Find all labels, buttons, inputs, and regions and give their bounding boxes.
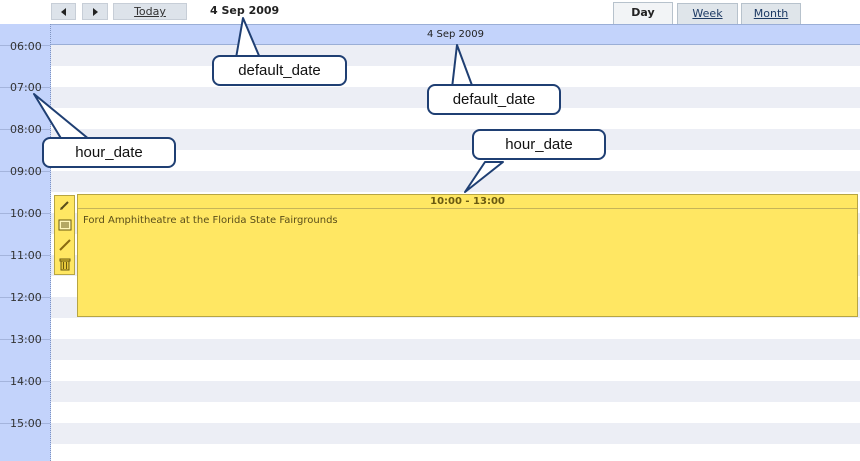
navigation-bar: Today 4 Sep 2009 Day Week Month [0,0,860,24]
tab-month-label: Month [753,7,789,20]
half-hour-stripe [51,423,860,444]
tab-day[interactable]: Day [613,2,673,24]
hour-divider [0,297,50,298]
hour-label: 15:00 [10,417,42,430]
hour-divider [0,339,50,340]
trash-icon[interactable] [58,257,72,271]
hour-label: 10:00 [10,207,42,220]
callout-text: hour_date [75,144,143,161]
tab-day-label: Day [631,6,655,19]
half-hour-stripe [51,129,860,150]
hour-divider [0,87,50,88]
half-hour-stripe [51,339,860,360]
pencil-icon[interactable] [58,198,72,212]
callout-text: hour_date [505,136,573,153]
current-date-label: 4 Sep 2009 [210,4,280,17]
next-day-button[interactable] [82,3,108,20]
hour-divider [0,381,50,382]
details-icon[interactable] [58,218,72,232]
edit-icon[interactable] [58,238,72,252]
hour-label: 11:00 [10,249,42,262]
tab-month[interactable]: Month [741,3,801,24]
hour-label: 08:00 [10,123,42,136]
hour-label: 07:00 [10,81,42,94]
callout-text: default_date [452,91,536,108]
hour-label: 13:00 [10,333,42,346]
callout-default-date-header: default_date [427,84,561,115]
today-button[interactable]: Today [113,3,187,20]
hour-label: 14:00 [10,375,42,388]
callout-default-date-nav: default_date [212,55,347,86]
hour-scale: 06:00 07:00 08:00 09:00 10:00 11:00 12:0… [0,24,51,461]
hour-label: 06:00 [10,40,42,53]
event-toolbar [54,195,75,275]
hour-label: 12:00 [10,291,42,304]
callout-text: default_date [238,62,321,79]
today-button-label: Today [134,5,166,18]
hour-divider [0,45,50,46]
half-hour-stripe [51,381,860,402]
half-hour-stripe [51,171,860,192]
previous-day-button[interactable] [51,3,76,20]
day-header-date: 4 Sep 2009 [426,29,485,40]
day-column-header: 4 Sep 2009 [51,24,860,45]
hour-divider [0,255,50,256]
callout-hour-date-column: hour_date [42,137,176,168]
event-description: Ford Amphitheatre at the Florida State F… [83,215,338,226]
event-time-range: 10:00 - 13:00 [78,195,857,209]
tab-week[interactable]: Week [677,3,738,24]
hour-divider [0,171,50,172]
triangle-left-icon [60,8,66,16]
hour-label: 09:00 [10,165,42,178]
hour-divider [0,423,50,424]
calendar-event[interactable]: 10:00 - 13:00 Ford Amphitheatre at the F… [77,194,858,317]
tab-week-label: Week [692,7,723,20]
hour-divider [0,213,50,214]
callout-hour-date-event: hour_date [472,129,606,160]
half-hour-stripe [51,45,860,66]
hour-divider [0,129,50,130]
triangle-right-icon [93,8,98,16]
